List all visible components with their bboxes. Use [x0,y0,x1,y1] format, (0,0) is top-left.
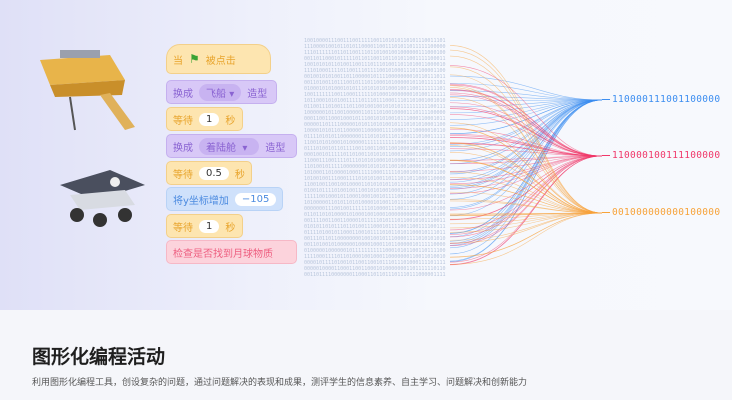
caret-down-icon: ▾ [229,89,234,100]
dropdown-value: 飞船 [206,89,226,100]
block-text: 造型 [247,85,267,100]
block-text: 检查是否找到月球物质 [173,245,273,260]
green-flag-icon: ⚑ [189,52,200,66]
flow-line [450,50,602,213]
block-text: 换成 [173,139,193,154]
block-text: 等待 [173,112,193,127]
lunar-rover-icon [55,160,150,230]
wait-seconds-input[interactable]: 1 [199,113,219,126]
flow-line [450,100,602,262]
costume-dropdown[interactable]: 着陆舱 ▾ [199,138,259,155]
change-y-block[interactable]: 将y坐标增加 −105 [166,187,283,211]
when-flag-clicked-block[interactable]: 当 ⚑ 被点击 [166,44,271,74]
section-title: 图形化编程活动 [32,342,165,369]
dropdown-value: 着陆舱 [206,143,236,154]
block-text: 等待 [173,166,193,181]
section-description: 利用图形化编程工具，创设复杂的问题，通过问题解决的表现和成果，测评学生的信息素养… [32,375,527,388]
change-y-input[interactable]: −105 [235,193,276,206]
binary-output-red: 110000100111100000 [602,150,720,161]
switch-costume-block[interactable]: 换成 着陆舱 ▾ 造型 [166,134,297,158]
wait-block[interactable]: 等待 1 秒 [166,214,243,238]
block-text: 秒 [235,166,245,181]
block-text: 秒 [225,219,235,234]
block-text: 被点击 [206,52,236,67]
binary-output-blue: 110000111001100000 [602,94,720,105]
switch-costume-block[interactable]: 换成 飞船 ▾ 造型 [166,80,277,104]
hero-illustration: 1001000011100111001111100110101011010111… [0,0,732,310]
caret-down-icon: ▾ [242,143,247,154]
wait-block[interactable]: 等待 1 秒 [166,107,243,131]
block-text: 造型 [265,139,285,154]
wait-seconds-input[interactable]: 1 [199,220,219,233]
check-moon-material-block[interactable]: 检查是否找到月球物质 [166,240,297,264]
block-text: 将y坐标增加 [173,192,229,207]
wait-seconds-input[interactable]: 0.5 [199,167,229,180]
binary-output-orange: 001000000000100000 [602,207,720,218]
block-text: 当 [173,52,183,67]
flow-line [450,213,602,240]
block-text: 等待 [173,219,193,234]
binary-background: 1001000011100111001111100110101011010111… [304,38,448,278]
costume-dropdown[interactable]: 飞船 ▾ [199,84,241,101]
flow-line [450,156,602,235]
wait-block[interactable]: 等待 0.5 秒 [166,161,252,185]
spaceship-icon [30,45,140,135]
block-text: 换成 [173,85,193,100]
block-text: 秒 [225,112,235,127]
data-flow-lines [450,0,602,310]
